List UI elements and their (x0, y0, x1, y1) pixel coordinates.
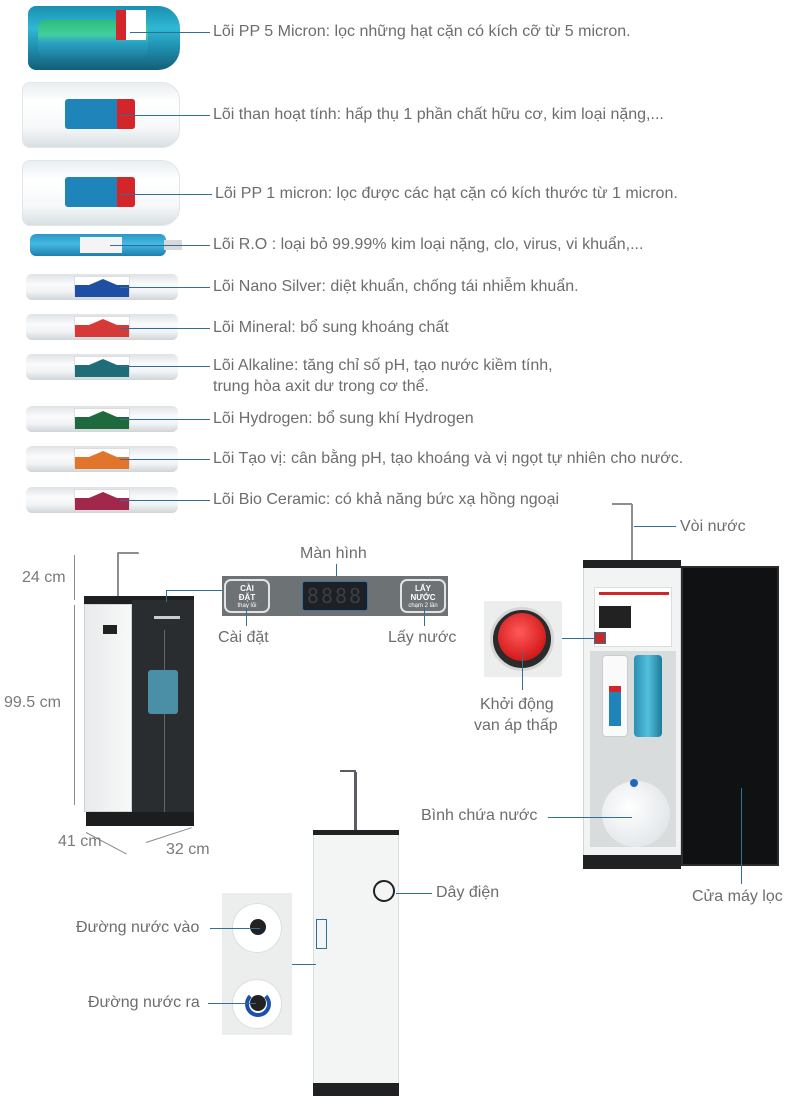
control-panel: CÀI ĐẶT thay lõi 8888 LẤY NƯỚC chạm 2 lầ… (222, 576, 448, 616)
filter-door[interactable] (681, 566, 779, 866)
filter-image-bio-ceramic (26, 487, 178, 513)
leader-line (424, 608, 425, 626)
dimension-arrow-height (74, 605, 75, 805)
switch-zoom-image (484, 601, 562, 677)
purifier-back-image (313, 830, 399, 1096)
filter-image-mineral (26, 314, 178, 340)
leader-line (120, 287, 210, 288)
leader-line (208, 1003, 256, 1004)
faucet-icon (612, 503, 632, 505)
digital-display: 8888 (302, 581, 368, 611)
dimension-depth: 41 cm (58, 833, 102, 850)
dispense-water-button[interactable]: LẤY NƯỚC chạm 2 lần (400, 579, 446, 613)
filter-image-alkaline (26, 354, 178, 380)
door-label: Cửa máy lọc (692, 888, 783, 905)
faucet-icon (340, 770, 356, 772)
leader-line (120, 115, 210, 116)
faucet-icon (117, 552, 139, 554)
filter-label-taste: Lõi Tạo vị: cân bằng pH, tạo khoáng và v… (213, 450, 684, 467)
leader-line (210, 928, 260, 929)
leader-line (741, 788, 742, 884)
filter-label-ro: Lõi R.O : loại bỏ 99.99% kim loại nặng, … (213, 236, 644, 253)
filter-image-pp1 (22, 160, 180, 226)
leader-line (110, 245, 210, 246)
leader-line (120, 366, 210, 367)
filter-label-hydrogen: Lõi Hydrogen: bổ sung khí Hydrogen (213, 410, 474, 427)
tank-label: Bình chứa nước (421, 807, 538, 824)
dispense-label: Lấy nước (388, 629, 457, 646)
leader-line (120, 419, 210, 420)
filter-label-pp5: Lõi PP 5 Micron: lọc những hạt cặn có kí… (213, 23, 631, 40)
leader-line (292, 964, 316, 965)
leader-line (548, 817, 632, 818)
faucet-stem (354, 772, 357, 830)
switch-label-line1: Khởi động (480, 696, 554, 713)
filter-label-mineral: Lõi Mineral: bổ sung khoáng chất (213, 319, 449, 336)
filter-label-alkaline-1: Lõi Alkaline: tăng chỉ số pH, tạo nước k… (213, 357, 553, 374)
leader-line (120, 459, 210, 460)
dimension-faucet-height: 24 cm (22, 569, 66, 586)
water-ports (316, 919, 327, 949)
purifier-front-image (84, 596, 196, 826)
leader-line (130, 32, 210, 33)
power-cord-icon (373, 880, 395, 902)
filter-label-nano-silver: Lõi Nano Silver: diệt khuẩn, chống tái n… (213, 278, 579, 295)
dimension-width: 32 cm (166, 841, 210, 858)
filter-image-nano-silver (26, 274, 178, 300)
leader-line (246, 608, 247, 626)
filter-label-carbon: Lõi than hoạt tính: hấp thụ 1 phần chất … (213, 106, 664, 123)
dimension-body-height: 99.5 cm (4, 694, 61, 711)
faucet-stem (117, 553, 119, 599)
faucet-label: Vòi nước (680, 518, 746, 535)
filter-label-bio-ceramic: Lõi Bio Ceramic: có khả năng bức xạ hồng… (213, 491, 560, 508)
outlet-label: Đường nước ra (88, 994, 200, 1011)
filter-label-alkaline-2: trung hòa axit dư trong cơ thể. (213, 378, 429, 395)
low-pressure-switch[interactable] (594, 632, 606, 644)
leader-line (166, 590, 167, 602)
leader-line (120, 500, 210, 501)
switch-label-line2: van áp thấp (474, 717, 558, 734)
outlet-port-icon (232, 979, 282, 1029)
water-tank (602, 781, 670, 847)
settings-label: Cài đặt (218, 629, 269, 646)
filter-label-pp1: Lõi PP 1 micron: lọc được các hạt cặn có… (215, 185, 678, 202)
leader-line (120, 194, 212, 195)
leader-line (562, 638, 594, 639)
purifier-open-image (583, 560, 681, 869)
filter-image-pp5 (28, 6, 180, 70)
leader-line (166, 590, 222, 591)
power-cord-label: Dây điện (436, 884, 500, 901)
faucet-stem (631, 504, 633, 560)
leader-line (336, 564, 337, 582)
leader-line (120, 328, 210, 329)
leader-line (522, 652, 523, 690)
dimension-arrow-faucet (74, 555, 75, 600)
inlet-label: Đường nước vào (76, 919, 200, 936)
display-label: Màn hình (300, 545, 367, 562)
leader-line (634, 526, 676, 527)
leader-line (396, 893, 432, 894)
settings-button[interactable]: CÀI ĐẶT thay lõi (224, 579, 270, 613)
ports-zoom-image (222, 893, 292, 1035)
